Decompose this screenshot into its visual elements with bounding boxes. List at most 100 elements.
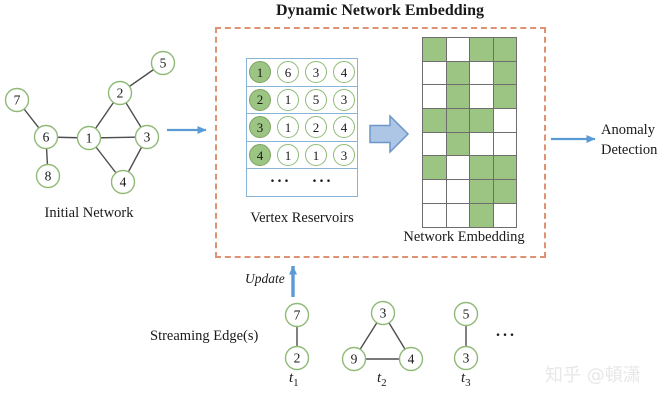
diagram-title: Dynamic Network Embedding	[275, 2, 484, 19]
t2-subscript: 2	[381, 377, 387, 389]
reservoir-sample-circle: 4	[333, 61, 355, 84]
initial-network-node-label: 7	[14, 93, 21, 108]
time-label-t3: t3	[461, 370, 471, 389]
network-embedding-grid	[422, 37, 517, 228]
ellipsis-text: ... ...	[270, 168, 334, 186]
embedding-cell	[470, 132, 493, 156]
embedding-cell	[423, 85, 446, 109]
reservoir-sample-circle: 1	[277, 144, 299, 167]
streaming-edges-label: Streaming Edge(s)	[150, 328, 259, 344]
stream-graph-2-node	[370, 300, 396, 326]
embedding-cell	[493, 203, 516, 227]
initial-network-node-label: 2	[117, 86, 124, 101]
embedding-cell	[470, 38, 493, 61]
initial-network-node	[134, 124, 160, 150]
stream-graph-1-node-label: 2	[294, 351, 301, 366]
embedding-cell	[493, 85, 516, 109]
embedding-cell	[470, 203, 493, 227]
reservoir-sample-circle: 3	[333, 88, 355, 111]
stream-graph-3-node-label: 5	[463, 307, 470, 322]
embedding-cell	[446, 38, 469, 61]
streaming-ellipsis: ...	[496, 323, 517, 340]
initial-network-node-label: 3	[144, 130, 151, 145]
embedding-cell	[493, 180, 516, 203]
embedding-cell	[493, 156, 516, 180]
embedding-cell	[446, 132, 469, 156]
embedding-cell	[470, 180, 493, 203]
t3-letter: t	[461, 370, 466, 386]
reservoir-vertex-circle: 1	[249, 61, 271, 84]
stream-graph-3-node	[453, 345, 479, 371]
t1-letter: t	[289, 370, 294, 386]
initial-network-node	[76, 125, 102, 151]
initial-network-node	[35, 163, 61, 189]
vertex-reservoirs-label: Vertex Reservoirs	[250, 210, 354, 226]
reservoir-sample-circle: 3	[333, 144, 355, 167]
embedding-cell	[423, 156, 446, 180]
stream-graph-1-node	[284, 302, 310, 328]
stream-graph-2-node-label: 3	[380, 306, 387, 321]
stream-graph-2-node-label: 9	[351, 352, 358, 367]
network-embedding-label: Network Embedding	[403, 229, 525, 245]
block-arrow-icon	[369, 114, 410, 154]
stream-graph-2-node	[398, 346, 424, 372]
time-label-t1: t1	[289, 370, 299, 389]
embedding-cell	[423, 180, 446, 203]
reservoir-sample-circle: 3	[305, 61, 327, 84]
initial-network-node-label: 5	[160, 56, 167, 71]
stream-graph-3-node-label: 3	[463, 351, 470, 366]
initial-network-node-label: 4	[120, 175, 127, 190]
initial-network-node	[4, 87, 30, 113]
embedding-cell	[493, 132, 516, 156]
initial-network-node-label: 1	[86, 131, 93, 146]
stream-graph-1-node	[284, 345, 310, 371]
embedding-cell	[470, 85, 493, 109]
embedding-cell	[493, 109, 516, 132]
stream-graph-2-node-label: 4	[408, 352, 415, 367]
reservoir-vertex-circle: 4	[249, 144, 271, 167]
embedding-cell	[446, 109, 469, 132]
initial-network-label: Initial Network	[44, 205, 134, 221]
initial-network-node-label: 8	[45, 169, 52, 184]
initial-network-node	[33, 124, 59, 150]
embedding-cell	[446, 61, 469, 85]
initial-network-node	[150, 50, 176, 76]
t1-subscript: 1	[293, 377, 299, 389]
stream-graph-3-node	[453, 301, 479, 327]
reservoir-sample-circle: 2	[305, 116, 327, 139]
embedding-cell	[423, 38, 446, 61]
anomaly-detection-label: Anomaly Detection	[601, 122, 658, 158]
embedding-cell	[446, 180, 469, 203]
initial-network-node	[110, 169, 136, 195]
embedding-cell	[423, 132, 446, 156]
reservoir-vertex-circle: 3	[249, 116, 271, 139]
watermark: 知乎 @頓潇	[545, 365, 641, 386]
reservoir-sample-circle: 5	[305, 88, 327, 111]
stream-graph-1-node-label: 7	[294, 308, 301, 323]
embedding-cell	[423, 203, 446, 227]
reservoir-ellipsis-row: ... ...	[247, 169, 357, 196]
time-label-t2: t2	[377, 370, 387, 389]
t2-letter: t	[377, 370, 382, 386]
reservoir-sample-circle: 1	[277, 116, 299, 139]
embedding-cell	[446, 203, 469, 227]
embedding-cell	[470, 109, 493, 132]
embedding-cell	[446, 85, 469, 109]
embedding-cell	[493, 38, 516, 61]
initial-network-node-label: 6	[43, 130, 50, 145]
reservoir-vertex-circle: 2	[249, 88, 271, 111]
embedding-cell	[423, 109, 446, 132]
t3-subscript: 3	[465, 377, 471, 389]
reservoir-sample-circle: 6	[277, 61, 299, 84]
embedding-cell	[470, 61, 493, 85]
initial-network-node	[107, 80, 133, 106]
embedding-cell	[446, 156, 469, 180]
embedding-cell	[470, 156, 493, 180]
